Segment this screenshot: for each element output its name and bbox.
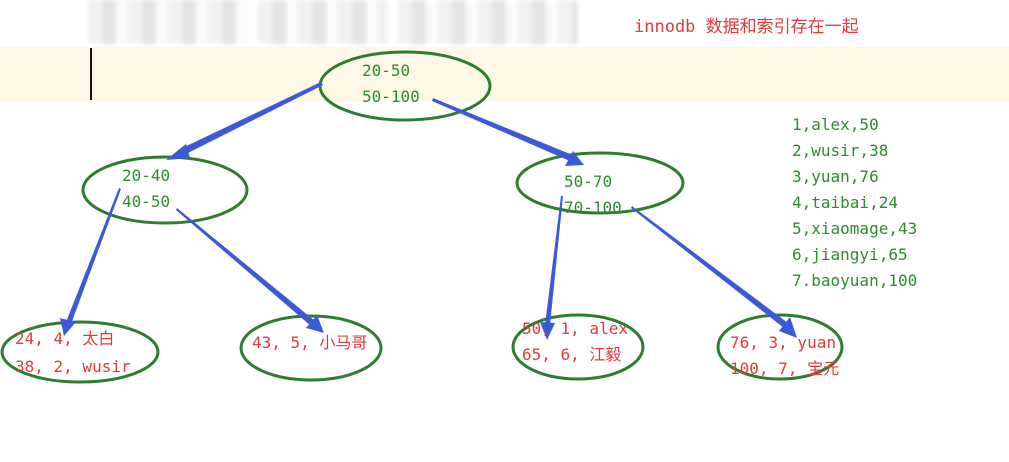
- leaf-node-row: 76, 3, yuan: [730, 333, 836, 352]
- text-cursor: [90, 48, 92, 100]
- left-inner-node-key: 40-50: [122, 192, 171, 211]
- record-line: 7.baoyuan,100: [792, 271, 918, 290]
- root-node-key: 20-50: [362, 61, 411, 80]
- arrow-root-to-left-inner-head: [166, 144, 190, 160]
- record-line: 1,alex,50: [792, 115, 879, 134]
- leaf-node-outline-1: [0, 320, 160, 384]
- record-line: 6,jiangyi,65: [792, 245, 908, 264]
- redacted-header-block: [258, 0, 388, 44]
- arrow-right-inner-to-leaf-3: [545, 196, 563, 325]
- redacted-header-block: [398, 0, 578, 44]
- record-line: 2,wusir,38: [792, 141, 889, 160]
- arrow-right-inner-to-leaf-3-head: [540, 322, 555, 340]
- arrow-root-to-right-inner: [432, 98, 575, 162]
- arrow-left-inner-to-leaf-2: [176, 208, 315, 326]
- arrow-root-to-left-inner: [178, 82, 323, 156]
- leaf-node-outline-2: [239, 314, 383, 382]
- redacted-header-block: [88, 0, 248, 44]
- right-inner-node-key: 70-100: [564, 198, 622, 217]
- left-inner-node-key: 20-40: [122, 166, 171, 185]
- record-line: 3,yuan,76: [792, 167, 879, 186]
- diagram-title: innodb 数据和索引存在一起: [634, 17, 859, 37]
- arrow-root-to-right-inner-head: [565, 151, 584, 166]
- arrow-left-inner-to-leaf-2-head: [306, 315, 324, 333]
- leaf-node-outline-3: [511, 313, 645, 381]
- arrow-left-inner-to-leaf-1: [66, 188, 121, 324]
- record-line: 4,taibai,24: [792, 193, 898, 212]
- leaf-node-row: 38, 2, wusir: [15, 357, 131, 376]
- leaf-node-row: 50, 1, alex: [522, 319, 628, 338]
- record-line: 5,xiaomage,43: [792, 219, 918, 238]
- highlight-band: [0, 47, 1009, 101]
- left-inner-node-outline: [81, 155, 249, 225]
- arrow-right-inner-to-leaf-4: [631, 206, 788, 328]
- right-inner-node-key: 50-70: [564, 172, 613, 191]
- arrow-right-inner-to-leaf-4-head: [779, 317, 797, 338]
- root-node-key: 50-100: [362, 87, 420, 106]
- leaf-node-row: 65, 6, 江毅: [522, 345, 622, 364]
- leaf-node-row: 24, 4, 太白: [15, 329, 115, 348]
- leaf-node-row: 43, 5, 小马哥: [252, 333, 368, 352]
- arrow-left-inner-to-leaf-1-head: [60, 318, 76, 336]
- leaf-node-row: 100, 7, 宝元: [730, 359, 840, 378]
- right-inner-node-outline: [515, 151, 685, 215]
- leaf-node-outline-4: [716, 313, 844, 381]
